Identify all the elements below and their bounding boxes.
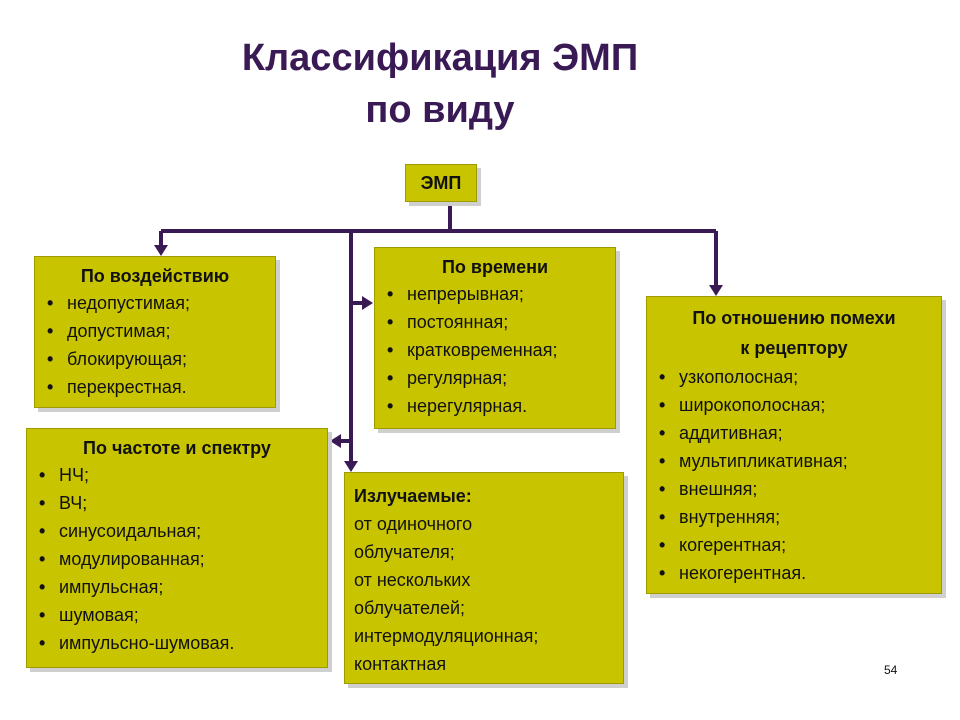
impact-header: По воздействию	[80, 266, 230, 286]
list-item: перекрестная.	[43, 373, 267, 401]
list-item: шумовая;	[35, 601, 319, 629]
list-item: нерегулярная.	[383, 392, 607, 420]
arrow-left	[154, 245, 168, 256]
frequency-box: По частоте и спектру НЧ; ВЧ; синусоидаль…	[26, 428, 328, 668]
list-item: кратковременная;	[383, 336, 607, 364]
list-item: постоянная;	[383, 308, 607, 336]
list-item: некогерентная.	[655, 559, 933, 587]
list-item: широкополосная;	[655, 391, 933, 419]
list-item: модулированная;	[35, 545, 319, 573]
time-list: непрерывная; постоянная; кратковременная…	[383, 280, 607, 420]
list-item: блокирующая;	[43, 345, 267, 373]
radiated-line: от одиночного	[354, 514, 473, 534]
arrow-right	[709, 285, 723, 296]
list-item: импульсно-шумовая.	[35, 629, 319, 657]
list-item: импульсная;	[35, 573, 319, 601]
title-line-1: Классификация ЭМП	[241, 37, 639, 79]
list-item: внутренняя;	[655, 503, 933, 531]
list-item: аддитивная;	[655, 419, 933, 447]
list-item: синусоидальная;	[35, 517, 319, 545]
receptor-list: узкополосная; широкополосная; аддитивная…	[655, 363, 933, 587]
impact-list: недопустимая; допустимая; блокирующая; п…	[43, 289, 267, 401]
radiated-box: Излучаемые: от одиночного облучателя; от…	[344, 472, 624, 684]
list-item: непрерывная;	[383, 280, 607, 308]
list-item: недопустимая;	[43, 289, 267, 317]
arrow-frequency	[330, 434, 341, 448]
receptor-box: По отношению помехи к рецептору узкополо…	[646, 296, 942, 594]
root-box: ЭМП	[405, 164, 477, 202]
receptor-header-line-1: По отношению помехи	[692, 308, 896, 328]
time-box: По времени непрерывная; постоянная; крат…	[374, 247, 616, 429]
title-line-2: по виду	[365, 89, 515, 131]
radiated-line: от нескольких	[354, 570, 471, 590]
list-item: когерентная;	[655, 531, 933, 559]
impact-box: По воздействию недопустимая; допустимая;…	[34, 256, 276, 408]
list-item: мультипликативная;	[655, 447, 933, 475]
time-header: По времени	[441, 257, 549, 277]
frequency-list: НЧ; ВЧ; синусоидальная; модулированная; …	[35, 461, 319, 657]
radiated-line: облучателей;	[354, 598, 466, 618]
list-item: внешняя;	[655, 475, 933, 503]
arrow-time	[362, 296, 373, 310]
receptor-header-line-2: к рецептору	[740, 338, 848, 358]
radiated-line: интермодуляционная;	[354, 626, 539, 646]
frequency-header: По частоте и спектру	[83, 438, 271, 458]
list-item: узкополосная;	[655, 363, 933, 391]
root-label: ЭМП	[420, 173, 462, 193]
page-number: 54	[884, 663, 898, 677]
radiated-header: Излучаемые:	[354, 486, 472, 506]
arrow-center	[344, 461, 358, 472]
radiated-line: контактная	[354, 654, 447, 674]
list-item: допустимая;	[43, 317, 267, 345]
list-item: НЧ;	[35, 461, 319, 489]
radiated-line: облучателя;	[354, 542, 455, 562]
slide-title: Классификация ЭМП по виду	[0, 32, 880, 136]
list-item: регулярная;	[383, 364, 607, 392]
list-item: ВЧ;	[35, 489, 319, 517]
